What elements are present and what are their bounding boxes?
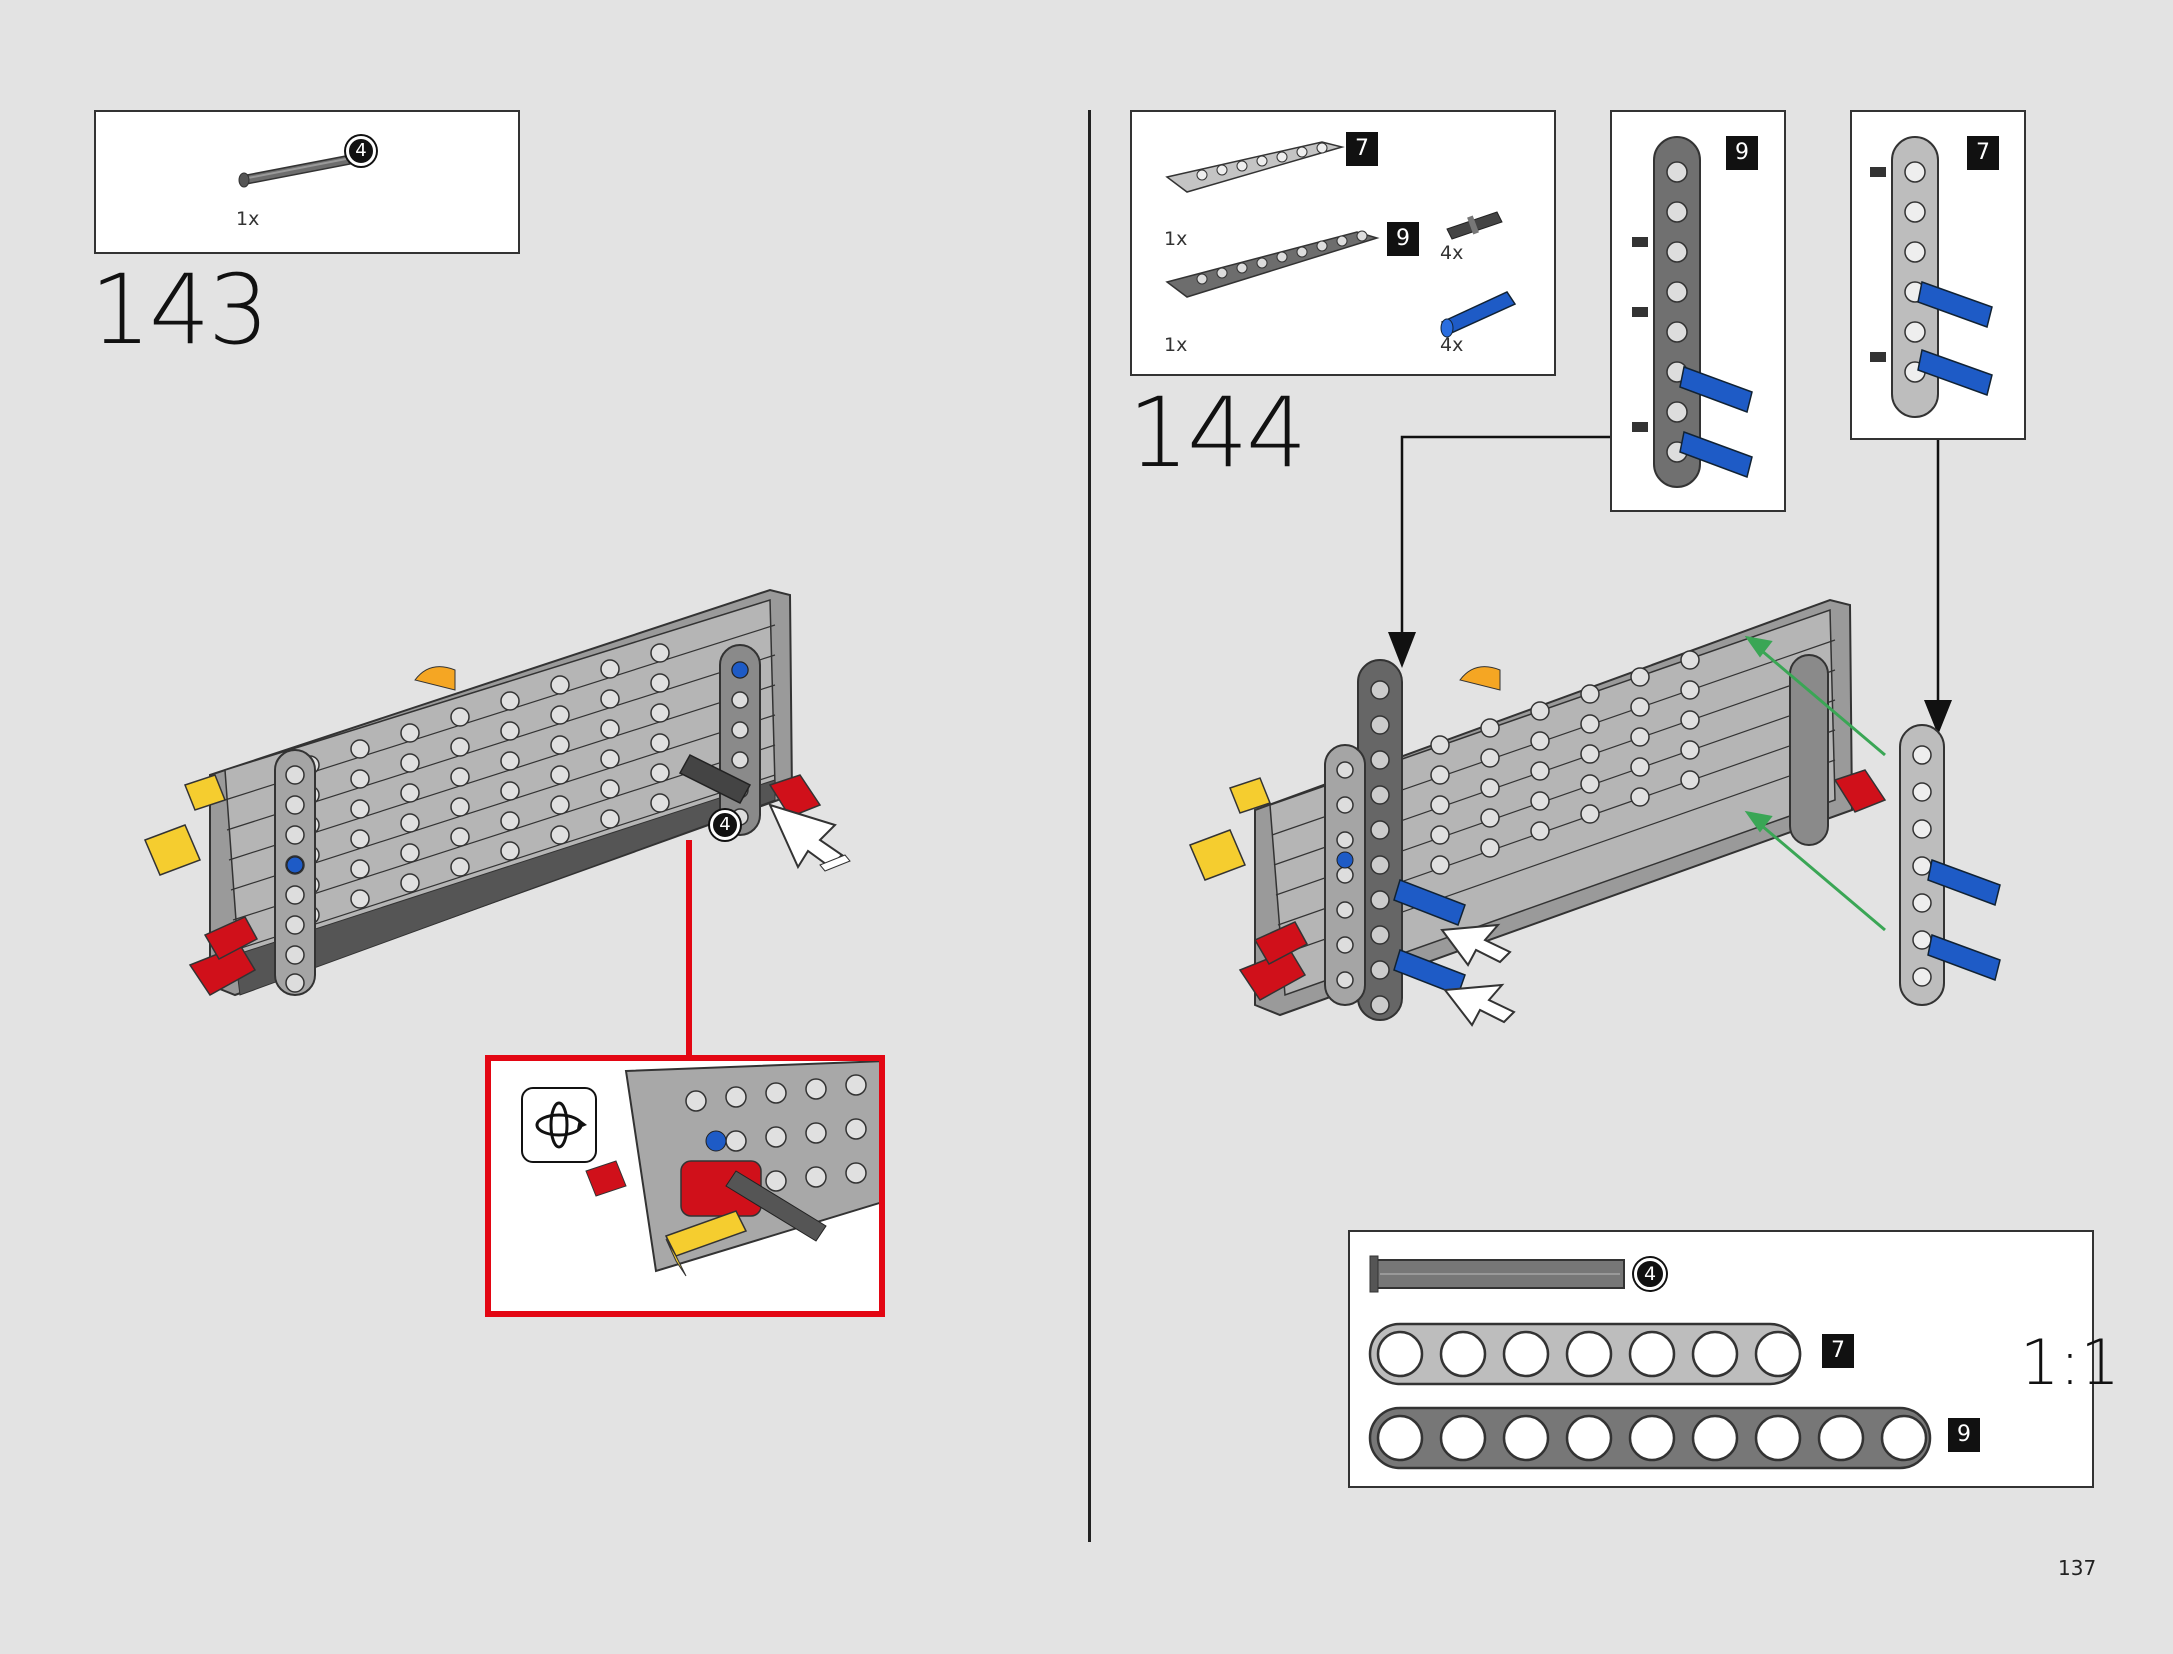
axle-length-badge: 4 (1634, 1258, 1666, 1290)
axle-length-badge: 4 (346, 136, 376, 166)
page-number: 137 (2058, 1556, 2097, 1580)
scale-ruler-box: 4 7 9 1:1 (1348, 1230, 2120, 1488)
blue-pin-part-icon (1440, 291, 1517, 338)
step143-callout-box (485, 1055, 885, 1317)
ruler-beam-9 (1368, 1406, 1932, 1470)
beam-length-badge: 9 (1726, 136, 1758, 170)
callout-detail-drawing (585, 1061, 879, 1277)
step144-parts-list: 7 1x 9 1x 4x 4x (1130, 110, 1556, 376)
step143-parts-list: 4 1x (94, 110, 520, 254)
black-pin-part-icon (1446, 211, 1503, 240)
beam-length-badge: 9 (1387, 222, 1419, 256)
beam-length-badge: 9 (1948, 1418, 1980, 1452)
ruler-beam-7 (1368, 1322, 1802, 1386)
step-number: 144 (1128, 377, 1307, 489)
axle-length-badge: 4 (710, 810, 740, 840)
part-quantity: 4x (1440, 242, 1464, 264)
beam-length-badge: 7 (1346, 132, 1378, 166)
step-number: 143 (90, 254, 269, 366)
subassembly-a-drawing (1632, 136, 1753, 488)
insert-arrow-icon (768, 803, 844, 870)
step143-assembly-model (144, 588, 851, 997)
part-quantity: 4x (1440, 334, 1464, 356)
axle-part-icon (238, 155, 352, 188)
beam-7-part-icon (1165, 141, 1345, 193)
part-quantity: 1x (1164, 228, 1188, 250)
subassembly-a-box: 9 (1610, 110, 1786, 512)
rotate-model-icon (521, 1087, 597, 1163)
part-quantity: 1x (236, 208, 260, 230)
part-quantity: 1x (1164, 334, 1188, 356)
beam-9-part-icon (1165, 230, 1380, 298)
page-divider (1088, 110, 1091, 1542)
subassembly-b-drawing (1870, 136, 1993, 418)
beam-length-badge: 7 (1967, 136, 1999, 170)
callout-connector (686, 840, 692, 1058)
beam-length-badge: 7 (1822, 1334, 1854, 1368)
ruler-axle-4 (1369, 1255, 1625, 1293)
subassembly-b-box: 7 (1850, 110, 2026, 440)
step144-assembly-model (1189, 598, 2001, 1027)
scale-label: 1:1 (2020, 1326, 2120, 1399)
